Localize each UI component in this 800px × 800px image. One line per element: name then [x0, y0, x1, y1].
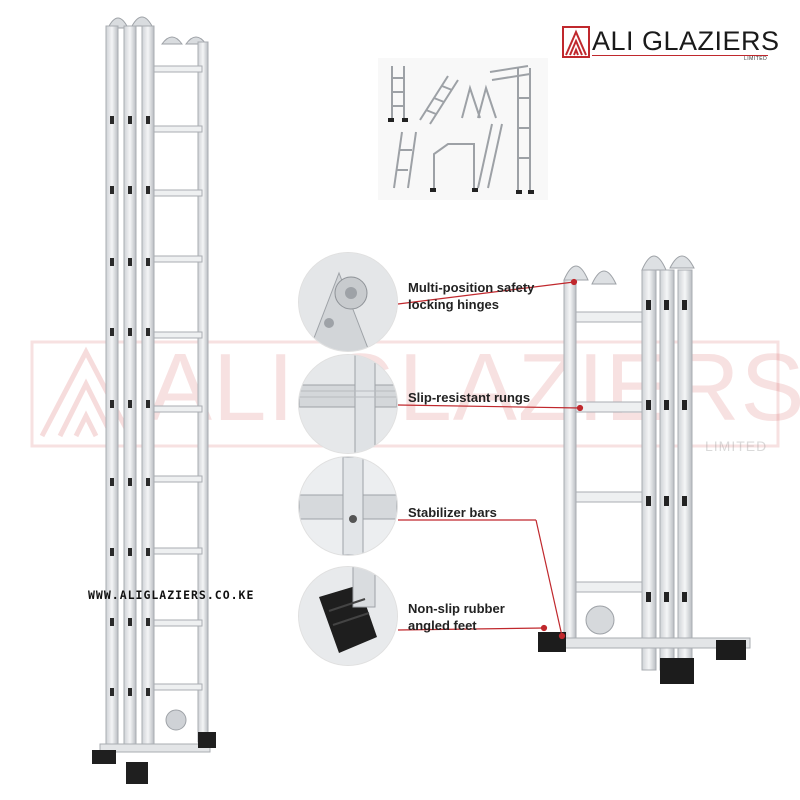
feature-label-hinges: Multi-position safety locking hinges: [408, 279, 534, 313]
folded-rivets: [646, 300, 687, 602]
logo-icon: [562, 26, 590, 58]
stabilizer-closeup-icon: [298, 456, 398, 556]
logo-text: ALI GLAZIERS: [592, 26, 780, 56]
logo-subtext: LIMITED: [744, 56, 768, 62]
feature-line1: Non-slip rubber: [408, 601, 505, 616]
feature-label-rungs: Slip-resistant rungs: [408, 389, 530, 406]
folded-rungs: [575, 311, 643, 593]
folded-hinges: [563, 255, 695, 285]
extended-ladder-image: [92, 16, 216, 784]
rubber-foot-closeup-icon: [298, 566, 398, 666]
feature-line1: Stabilizer bars: [408, 505, 497, 520]
folded-bottom-hinge: [585, 605, 615, 635]
feature-line2: locking hinges: [408, 297, 500, 312]
watermark-sub: LIMITED: [705, 438, 768, 454]
rung-closeup-icon: [298, 354, 398, 454]
feature-label-stabilizer: Stabilizer bars: [408, 504, 497, 521]
ladder-configurations-image: [378, 58, 548, 200]
ladder-rungs: [153, 65, 203, 691]
feature-line1: Multi-position safety: [408, 280, 535, 295]
folded-ladder-image: [538, 255, 751, 684]
folded-rails: [563, 269, 693, 671]
folded-feet: [538, 632, 746, 684]
hinge-closeup-icon: [298, 252, 398, 352]
configuration-sketches: [391, 65, 531, 190]
logo-underline: [592, 55, 768, 56]
configuration-feet: [388, 118, 534, 194]
rail-rivets: [110, 116, 150, 696]
website-url[interactable]: WWW.ALIGLAZIERS.CO.KE: [88, 588, 255, 602]
feature-line1: Slip-resistant rungs: [408, 390, 531, 405]
feature-label-feet: Non-slip rubber angled feet: [408, 600, 505, 634]
ladder-base: [92, 709, 216, 784]
feature-line2: angled feet: [408, 618, 477, 633]
